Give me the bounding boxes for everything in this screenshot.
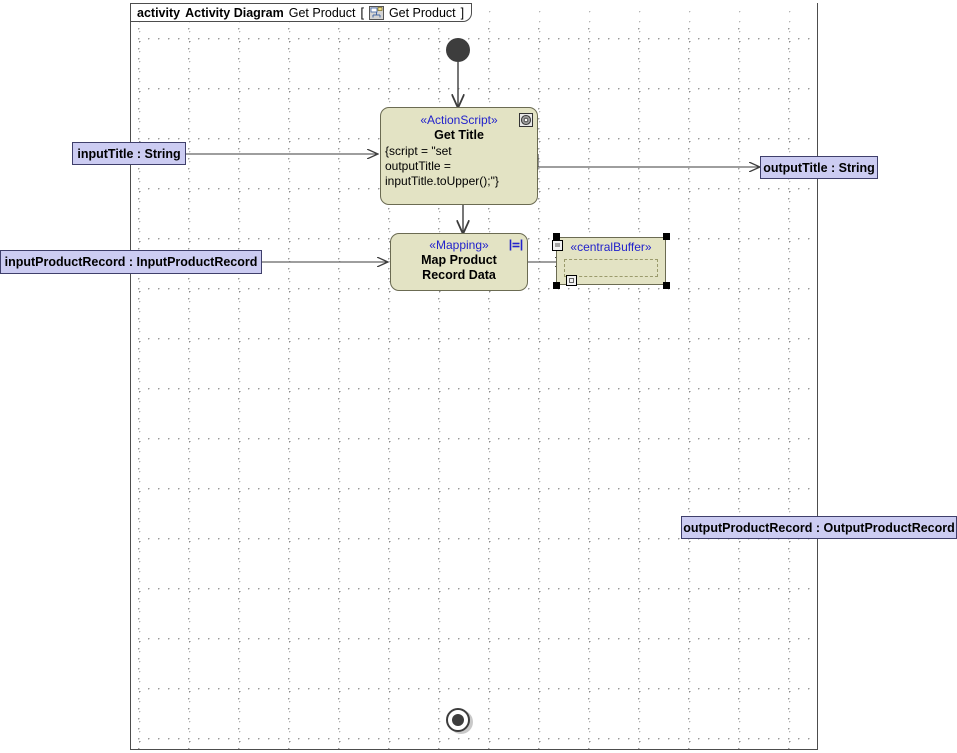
selection-handle-top-left[interactable] [553, 233, 560, 240]
param-output-title-label: outputTitle : String [763, 160, 875, 175]
param-output-product-record[interactable]: outputProductRecord : OutputProductRecor… [681, 516, 957, 539]
frame-title-tab[interactable]: activity Activity Diagram Get Product [ … [130, 3, 473, 22]
map-product-stereotype: «Mapping» [429, 238, 489, 252]
frame-keyword: activity [137, 5, 181, 20]
frame-bracket-close: ] [460, 5, 465, 20]
get-title-stereotype: «ActionScript» [420, 113, 498, 127]
get-title-script-line-2: outputTitle = [385, 159, 451, 173]
mapping-icon [509, 238, 523, 252]
get-title-script-line-3: inputTitle.toUpper();"} [385, 174, 499, 188]
param-input-title-label: inputTitle : String [77, 146, 181, 161]
action-get-title[interactable]: «ActionScript» Get Title {script = "set … [380, 107, 538, 205]
resize-handle-icon[interactable] [552, 240, 563, 251]
central-buffer-slot [564, 259, 658, 277]
central-buffer-stereotype: «centralBuffer» [570, 240, 652, 254]
frame-bracket-open: [ [360, 5, 364, 20]
map-product-name-line-1: Map Product [421, 253, 497, 267]
param-input-product-record[interactable]: inputProductRecord : InputProductRecord [0, 250, 262, 274]
get-title-name: Get Title [434, 128, 484, 142]
param-output-product-record-label: outputProductRecord : OutputProductRecor… [683, 520, 955, 535]
activity-diagram-icon [368, 5, 384, 20]
initial-node[interactable] [446, 38, 470, 62]
actionscript-gear-icon [519, 113, 533, 127]
anchor-handle-icon[interactable] [566, 275, 577, 286]
frame-qualified-name: Get Product [388, 5, 456, 20]
selection-handle-bottom-left[interactable] [553, 282, 560, 289]
action-map-product-record-data[interactable]: «Mapping» Map Product Record Data [390, 233, 528, 291]
param-input-title[interactable]: inputTitle : String [72, 142, 186, 165]
activity-final-node[interactable] [446, 708, 470, 732]
frame-diagram-type: Activity Diagram [185, 5, 284, 20]
selection-handle-top-right[interactable] [663, 233, 670, 240]
map-product-name-line-2: Record Data [422, 268, 496, 282]
param-input-product-record-label: inputProductRecord : InputProductRecord [4, 255, 258, 269]
get-title-script-line-1: {script = "set [385, 144, 452, 158]
param-output-title[interactable]: outputTitle : String [760, 156, 878, 179]
selection-handle-bottom-right[interactable] [663, 282, 670, 289]
frame-diagram-name: Get Product [288, 5, 356, 20]
